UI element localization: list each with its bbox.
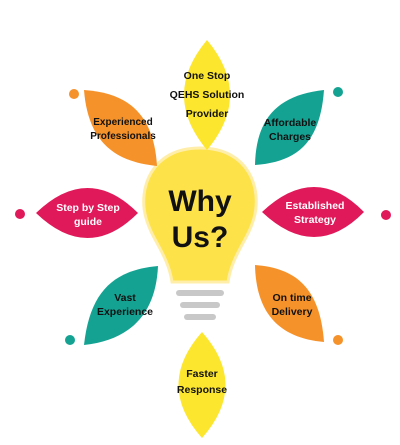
dot-teal-right (333, 87, 343, 97)
petal-one-stop (184, 40, 230, 150)
petal-label-vast: Vast Experience (96, 292, 154, 318)
lightbulb-icon (142, 146, 258, 320)
dot-orange (69, 89, 79, 99)
petal-on-time (255, 265, 324, 342)
petal-label-established: Established Strategy (285, 200, 345, 226)
petal-label-on-time: On time Delivery (271, 292, 313, 318)
petal-established (262, 187, 364, 237)
petal-label-one-stop: One Stop QEHS Solution Provider (169, 69, 245, 120)
petal-experienced (84, 90, 157, 166)
dot-magenta-right (381, 210, 391, 220)
petal-step-by-step (36, 188, 138, 238)
dot-magenta-left (15, 209, 25, 219)
bulb-base-ring-2 (180, 302, 220, 308)
bulb-base-ring-1 (176, 290, 224, 296)
petal-vast (84, 266, 158, 345)
petal-label-experienced: Experienced Professionals (90, 117, 156, 142)
hub-label: Why Us? (168, 185, 232, 254)
petal-faster (178, 332, 226, 438)
dot-teal-left (65, 335, 75, 345)
petal-label-step-by-step: Step by Step guide (56, 202, 120, 228)
bulb-base-ring-3 (184, 314, 216, 320)
petal-label-faster: Faster Response (176, 368, 228, 396)
faint-header-text (120, 14, 280, 26)
petal-affordable (255, 90, 324, 165)
dot-orange-right (333, 335, 343, 345)
bulb-glass (142, 146, 258, 284)
petal-label-affordable: Affordable Charges (263, 117, 317, 143)
